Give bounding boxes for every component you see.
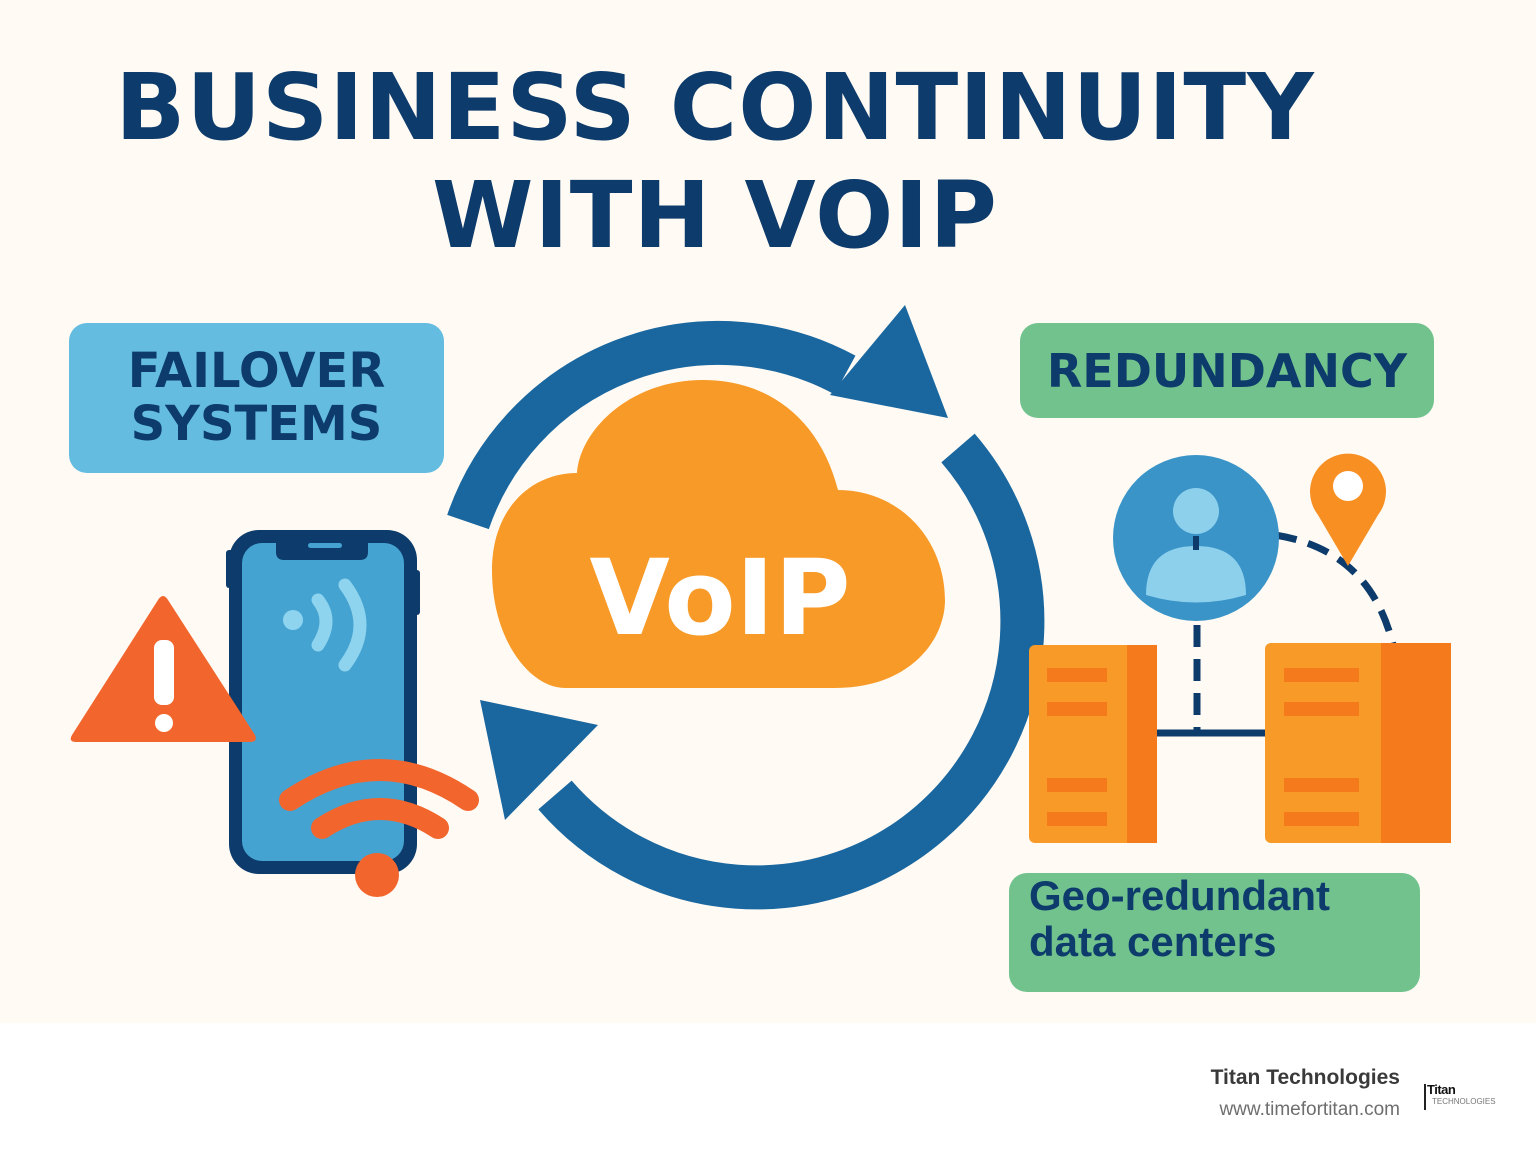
geo-caption-line-1: Geo-redundant (1029, 872, 1330, 919)
user-icon (1113, 455, 1279, 621)
logo-bar-icon (1424, 1084, 1426, 1110)
signal-waves-icon (283, 578, 367, 672)
footer-website-link[interactable]: www.timefortitan.com (1219, 1099, 1400, 1120)
failover-systems-label: FAILOVER SYSTEMS (69, 323, 444, 473)
title-line-2: WITH VOIP (432, 162, 998, 269)
cycle-arrows-icon (447, 305, 1045, 910)
server-icon (1029, 645, 1157, 843)
failover-label-line-1: FAILOVER (127, 343, 386, 400)
cloud-icon: VoIP (492, 380, 945, 688)
bottom-arrow-arc (538, 433, 1045, 910)
illustration: VoIP (70, 305, 1451, 910)
warning-icon (70, 596, 256, 742)
cloud-label: VoIP (589, 537, 850, 659)
geo-caption-line-2: data centers (1029, 918, 1277, 966)
failover-label-line-2: SYSTEMS (130, 396, 383, 452)
logo-top-text: Titan (1427, 1082, 1456, 1097)
redundancy-label: REDUNDANCY (1020, 323, 1434, 418)
titan-logo: Titan TECHNOLOGIES (1424, 1082, 1514, 1112)
redundancy-label-text: REDUNDANCY (1046, 343, 1408, 398)
title-line-1: BUSINESS CONTINUITY (115, 54, 1315, 161)
top-arrow-head (830, 305, 948, 418)
location-pin-icon (1310, 453, 1387, 566)
network-lines (1152, 531, 1397, 737)
footer-company-name: Titan Technologies (1210, 1066, 1400, 1089)
top-arrow-arc (447, 320, 856, 530)
wifi-icon (279, 759, 479, 897)
geo-redundant-caption: Geo-redundant data centers (1009, 872, 1420, 992)
bottom-arrow-head (480, 700, 598, 820)
server-icon (1265, 643, 1451, 843)
logo-bottom-text: TECHNOLOGIES (1432, 1097, 1496, 1106)
